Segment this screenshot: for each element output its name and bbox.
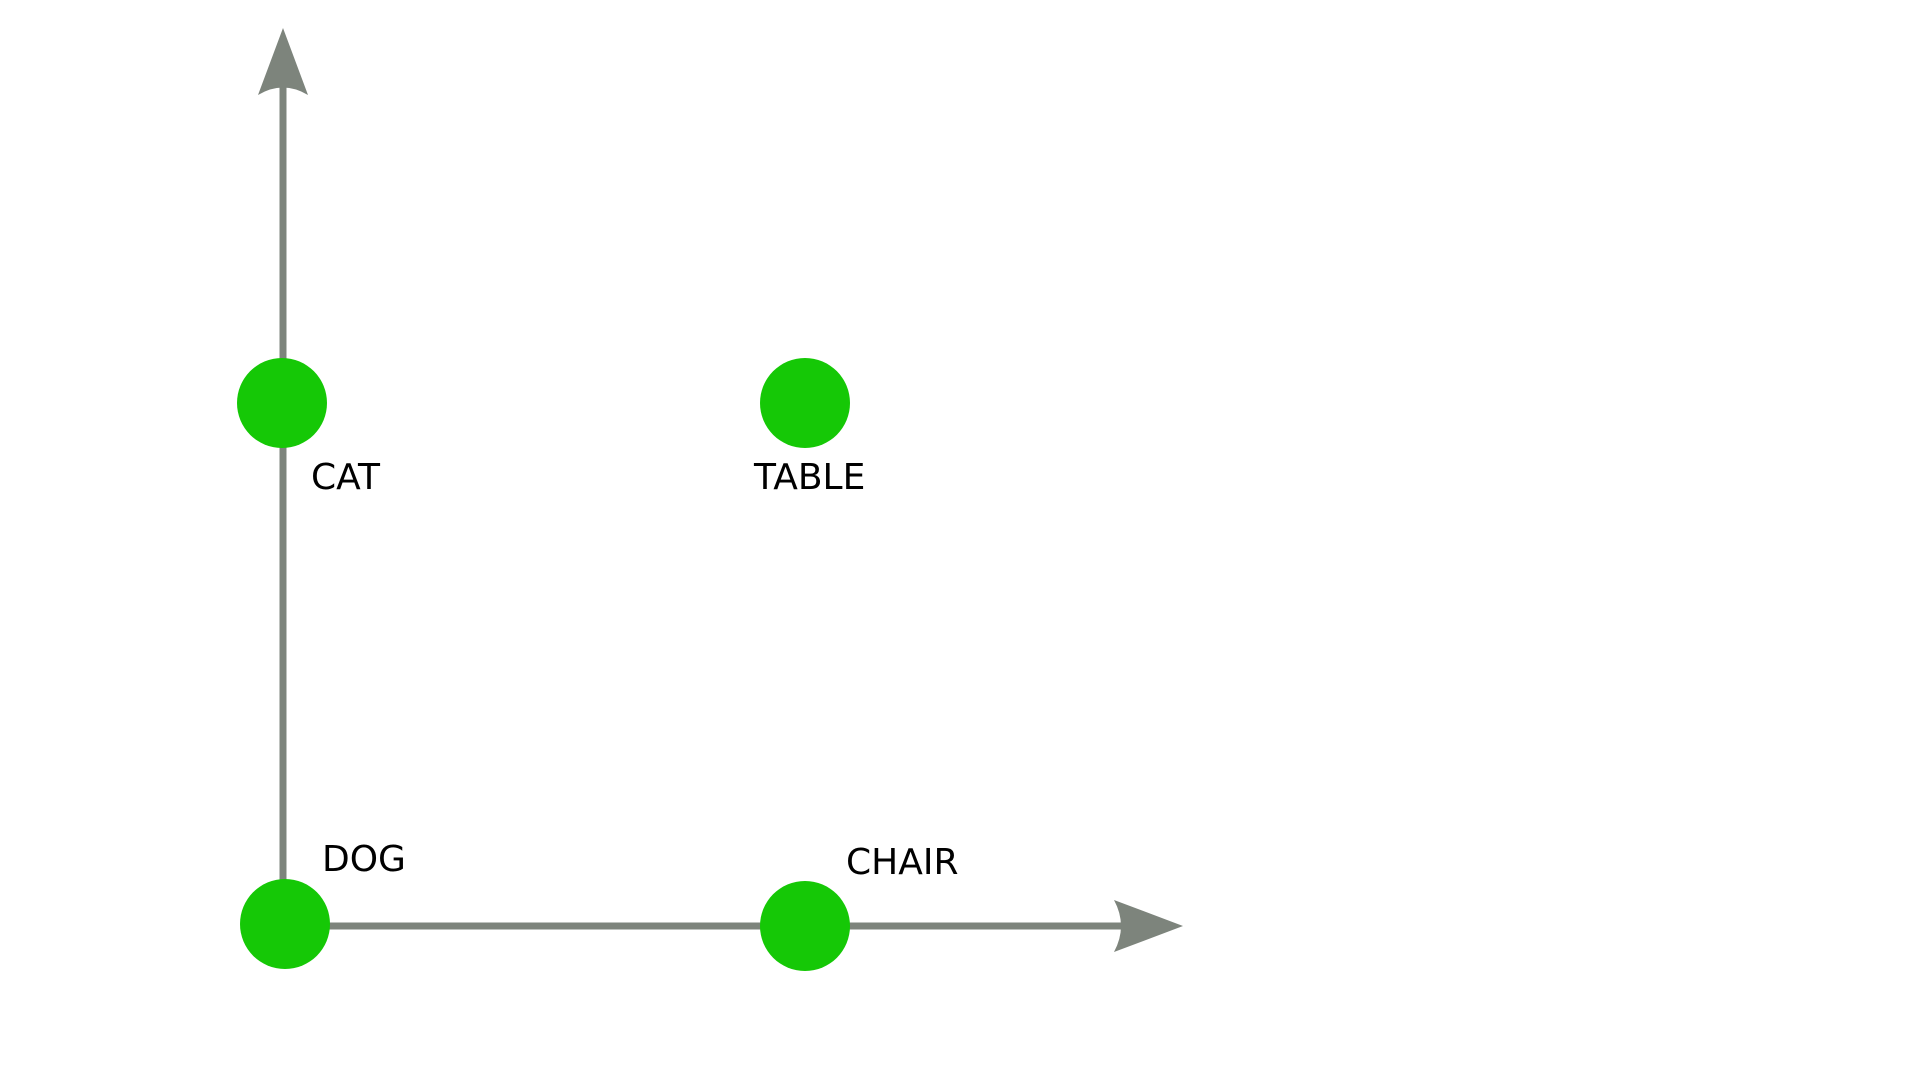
horizontal-axis <box>283 900 1183 952</box>
node-chair: CHAIR <box>760 842 958 971</box>
node-dog: DOG <box>240 839 406 969</box>
node-chair-label: CHAIR <box>846 842 958 883</box>
node-cat-dot <box>237 358 327 448</box>
node-chair-dot <box>760 881 850 971</box>
vertical-axis <box>258 28 308 930</box>
node-cat: CAT <box>237 358 381 498</box>
node-table-label: TABLE <box>753 457 865 498</box>
node-dog-label: DOG <box>322 839 406 880</box>
node-cat-label: CAT <box>311 457 381 498</box>
node-table-dot <box>760 358 850 448</box>
vertical-axis-arrowhead-icon <box>258 28 308 95</box>
horizontal-axis-arrowhead-icon <box>1114 900 1183 952</box>
node-table: TABLE <box>753 358 865 498</box>
node-dog-dot <box>240 879 330 969</box>
